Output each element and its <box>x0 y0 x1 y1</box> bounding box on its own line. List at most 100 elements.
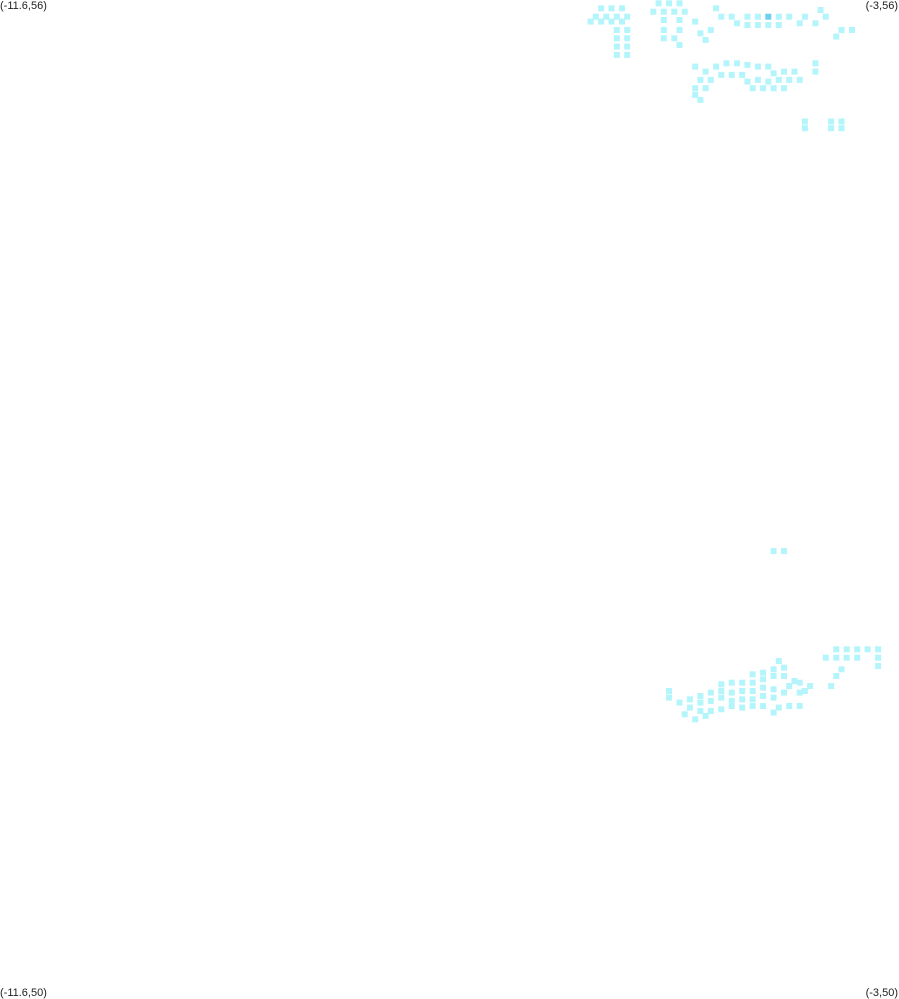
map-cell <box>754 63 761 70</box>
map-cell <box>697 30 704 37</box>
map-cell <box>734 20 740 27</box>
map-cell-highlight <box>765 13 772 20</box>
map-cell <box>692 716 699 723</box>
map-cell <box>692 63 699 70</box>
map-cell <box>739 704 746 711</box>
map-cell <box>781 548 787 555</box>
map-cell <box>828 683 835 689</box>
map-cell <box>875 663 882 669</box>
map-cell <box>728 71 735 78</box>
map-cell <box>770 666 777 673</box>
map-cell <box>697 708 704 714</box>
map-cell <box>775 76 782 83</box>
map-cell <box>833 673 840 679</box>
corner-label-bottom-right: (-3,50) <box>865 987 898 999</box>
map-cell <box>707 689 714 696</box>
map-cell <box>613 43 620 50</box>
map-cell <box>702 85 709 92</box>
map-cell <box>822 654 829 661</box>
map-cell <box>598 18 605 25</box>
map-cell <box>624 27 631 33</box>
map-cell <box>864 646 871 653</box>
map-cell <box>796 76 803 83</box>
map-cell <box>692 18 699 25</box>
map-cell <box>660 35 667 42</box>
map-cell <box>770 548 777 555</box>
map-cell <box>781 68 787 75</box>
map-cell <box>619 5 625 12</box>
map-cell <box>760 676 767 683</box>
map-cell <box>838 118 845 125</box>
map-cell <box>749 696 756 703</box>
map-cell <box>728 698 735 704</box>
map-cell <box>728 703 735 709</box>
map-cell <box>707 27 714 33</box>
map-cell <box>676 17 683 23</box>
map-cell <box>739 71 746 78</box>
map-cell <box>692 85 699 92</box>
map-cell <box>828 118 835 125</box>
map-cell <box>760 703 767 709</box>
map-cell <box>807 683 814 689</box>
map-cell <box>796 679 803 686</box>
map-cell <box>770 709 777 716</box>
map-cell <box>875 646 882 653</box>
map-cell <box>686 704 693 711</box>
map-cell <box>598 5 605 12</box>
map-cell <box>765 78 772 85</box>
map-cell <box>666 688 672 694</box>
map-cell <box>796 20 803 27</box>
map-cell <box>812 20 819 27</box>
map-cell <box>702 68 709 75</box>
map-cell <box>770 85 777 92</box>
map-cell <box>812 68 819 75</box>
map-cell <box>786 13 793 20</box>
map-cell <box>713 63 720 70</box>
map-cell <box>650 8 657 15</box>
map-cell <box>587 18 594 25</box>
map-cell <box>702 712 709 719</box>
map-cell <box>754 13 761 20</box>
map-cell <box>613 13 620 20</box>
map-cell <box>791 68 798 75</box>
map-cell <box>796 703 803 709</box>
map-cell <box>608 18 615 25</box>
map-cell <box>728 13 735 20</box>
map-cell <box>728 679 735 686</box>
map-cell <box>760 85 767 92</box>
map-cell <box>660 17 667 23</box>
map-cell <box>697 96 704 103</box>
map-cell <box>744 22 751 28</box>
map-cell <box>734 60 740 67</box>
map-cell <box>760 684 767 691</box>
map-cell <box>718 694 725 701</box>
map-cell <box>739 696 746 703</box>
corner-label-bottom-left: (-11.6,50) <box>0 987 47 999</box>
map-cell <box>838 666 845 673</box>
map-cell <box>681 711 688 718</box>
map-cell <box>707 76 714 83</box>
map-cell <box>592 13 599 20</box>
map-cell <box>854 646 861 653</box>
map-cell <box>781 85 787 92</box>
map-cell <box>775 658 782 664</box>
map-cell <box>666 0 672 7</box>
map-cell <box>828 125 835 132</box>
map-cell <box>713 5 720 12</box>
map-cell <box>801 118 808 125</box>
map-cell <box>744 61 751 68</box>
map-cell <box>718 681 725 688</box>
map-cell <box>739 679 746 686</box>
map-cell <box>838 27 845 33</box>
map-cell <box>854 654 861 661</box>
map-cell <box>676 27 683 33</box>
map-cell <box>775 704 782 711</box>
map-cell <box>681 8 688 15</box>
map-cell <box>754 22 761 28</box>
map-cell <box>791 678 798 684</box>
map-cell <box>770 686 777 693</box>
map-cell <box>697 699 704 706</box>
corner-label-top-right: (-3,56) <box>865 0 898 12</box>
map-cell <box>718 706 725 713</box>
